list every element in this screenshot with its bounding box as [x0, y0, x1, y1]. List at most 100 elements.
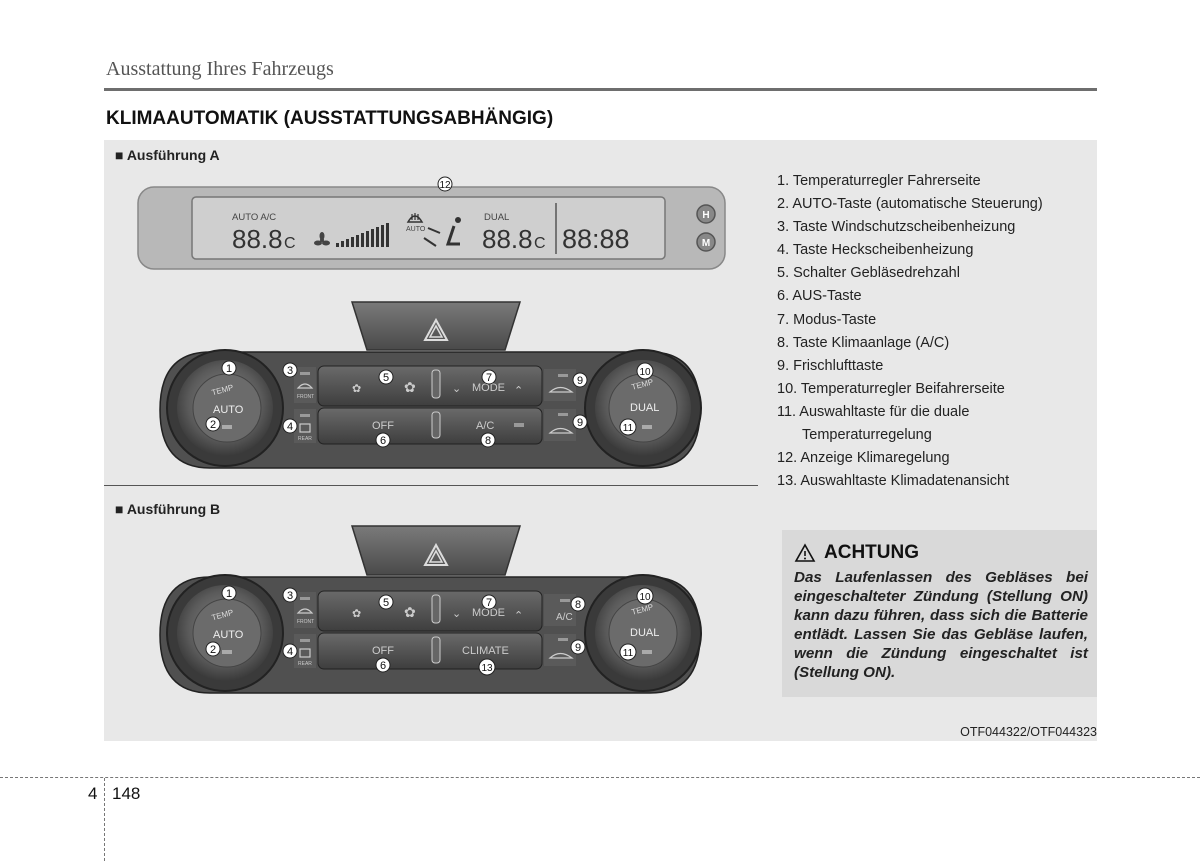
rear-label: REAR: [298, 436, 312, 442]
mode-label-b: MODE: [472, 607, 505, 619]
rear-defrost-icon: [299, 423, 311, 433]
display-auto-ac: AUTO A/C: [232, 212, 276, 223]
legend-item: 4. Taste Heckscheibenheizung: [777, 242, 974, 259]
fan-speed-switch[interactable]: ✿ ✿: [352, 379, 416, 395]
svg-text:11: 11: [623, 648, 634, 659]
driver-temp-knob-b[interactable]: TEMP AUTO: [166, 574, 284, 692]
fresh-air-button[interactable]: [544, 369, 576, 401]
svg-text:8: 8: [575, 599, 581, 611]
svg-text:1: 1: [226, 363, 232, 375]
legend-item: 7. Modus-Taste: [777, 311, 877, 328]
lower-button-row: [317, 407, 543, 445]
ac-button-b[interactable]: A/C: [544, 594, 576, 626]
hazard-icon-b: [423, 542, 449, 566]
m-button-label: M: [702, 238, 710, 249]
passenger-temp-knob-b[interactable]: TEMP DUAL: [584, 574, 702, 692]
svg-text:8: 8: [485, 435, 491, 447]
svg-text:4: 4: [287, 421, 293, 433]
fan-speed-switch-b[interactable]: ✿ ✿: [352, 604, 416, 620]
mode-label: MODE: [472, 382, 505, 394]
legend-item: 2. AUTO-Taste (automatische Steuerung): [777, 196, 1043, 213]
header-rule: [104, 88, 1097, 91]
car-icon: [548, 386, 574, 393]
svg-text:3: 3: [287, 365, 293, 377]
control-panel-a: ✿ ✿ ⌄ MODE ⌃ OFF A/C FRONT REAR: [159, 301, 702, 469]
legend-item: Temperaturregelung: [802, 427, 932, 444]
fan-high-icon-b: ✿: [404, 604, 416, 620]
svg-text:1: 1: [226, 588, 232, 600]
rear-defrost-button-b[interactable]: REAR: [294, 634, 316, 668]
car-recirc-icon: [548, 427, 574, 434]
chevron-up-icon-b: ⌃: [514, 610, 523, 622]
mode-button-b[interactable]: ⌄ MODE ⌃: [452, 607, 523, 622]
callout-12: 12: [439, 180, 451, 191]
svg-text:6: 6: [380, 660, 386, 672]
svg-text:2: 2: [210, 419, 216, 431]
front-defrost-button[interactable]: FRONT: [294, 367, 316, 403]
callouts-a: 1 2 3 4 5 6 7 8 9 9 10 11: [205, 360, 654, 448]
warning-box: ACHTUNG Das Laufenlassen des Gebläses be…: [782, 530, 1097, 697]
svg-text:2: 2: [210, 644, 216, 656]
auto-label-b: AUTO: [213, 629, 244, 641]
dual-label: DUAL: [630, 402, 659, 414]
control-panel-b: ✿ ✿ ⌄ MODE ⌃ OFF CLIMATE FRONT REAR A/C: [159, 525, 702, 694]
off-button-b[interactable]: OFF: [372, 645, 394, 657]
rear-defrost-button[interactable]: REAR: [294, 409, 316, 443]
h-button-label: H: [702, 210, 709, 221]
climate-button[interactable]: CLIMATE: [462, 645, 509, 657]
ac-button[interactable]: A/C: [476, 420, 494, 432]
legend-item: 9. Frischlufttaste: [777, 357, 884, 374]
footer-divider: [104, 778, 105, 861]
chapter-number: 4: [88, 784, 98, 803]
page-title: KLIMAAUTOMATIK (AUSSTATTUNGSABHÄNGIG): [106, 108, 554, 129]
h-button[interactable]: [696, 204, 716, 224]
svg-text:5: 5: [383, 372, 389, 384]
legend-item: 11. Auswahltaste für die duale: [777, 403, 970, 420]
chevron-up-icon: ⌃: [514, 385, 523, 397]
front-label: FRONT: [297, 394, 314, 400]
svg-text:9: 9: [575, 642, 581, 654]
display-auto-small: AUTO: [406, 226, 426, 233]
climate-illustration: AUTO A/C 88.8 C: [137, 176, 726, 694]
display-temp-left: 88.8: [232, 224, 283, 254]
svg-text:10: 10: [639, 592, 651, 603]
svg-text:3: 3: [287, 590, 293, 602]
fan-icon: [314, 232, 330, 246]
auto-label: AUTO: [213, 404, 244, 416]
svg-text:11: 11: [623, 423, 634, 434]
off-button[interactable]: OFF: [372, 420, 394, 432]
recirculation-button-b[interactable]: [544, 634, 576, 666]
legend-item: 8. Taste Klimaanlage (A/C): [777, 334, 950, 351]
variant-separator: [104, 485, 758, 486]
svg-text:4: 4: [287, 646, 293, 658]
page-number: 148: [112, 784, 141, 803]
legend-item: 10. Temperaturregler Beifahrerseite: [777, 380, 1005, 397]
recirculation-button[interactable]: [544, 409, 576, 441]
svg-text:9: 9: [577, 375, 583, 387]
climate-display: AUTO A/C 88.8 C: [137, 176, 726, 270]
display-dual: DUAL: [484, 212, 509, 223]
car-recirc-icon-b: [548, 652, 574, 659]
callouts-b: 1 2 3 4 5 6 7 8 9 10 11 13: [205, 585, 654, 676]
warning-text: Das Laufenlassen des Gebläses bei einges…: [794, 569, 1088, 681]
svg-text:7: 7: [486, 372, 492, 384]
mode-button[interactable]: ⌄ MODE ⌃: [452, 382, 523, 397]
m-button[interactable]: [696, 232, 716, 252]
front-defrost-icon: [296, 383, 314, 389]
legend-item: 6. AUS-Taste: [777, 288, 862, 305]
front-defrost-button-b[interactable]: FRONT: [294, 592, 316, 628]
variant-b-label: ■ Ausführung B: [115, 501, 221, 517]
fan-high-icon: ✿: [404, 379, 416, 395]
legend-item: 12. Anzeige Klimaregelung: [777, 450, 950, 467]
fan-low-icon: ✿: [352, 383, 361, 395]
rear-defrost-icon-b: [299, 648, 311, 658]
svg-text:6: 6: [380, 435, 386, 447]
fan-low-icon-b: ✿: [352, 608, 361, 620]
svg-text:7: 7: [486, 597, 492, 609]
rear-label-b: REAR: [298, 661, 312, 667]
chevron-down-icon: ⌄: [452, 383, 461, 395]
legend-item: 5. Schalter Gebläsedrehzahl: [777, 265, 960, 282]
display-temp-right: 88.8: [482, 224, 533, 254]
warning-triangle-icon: [794, 543, 816, 562]
front-defrost-icon-b: [296, 608, 314, 614]
